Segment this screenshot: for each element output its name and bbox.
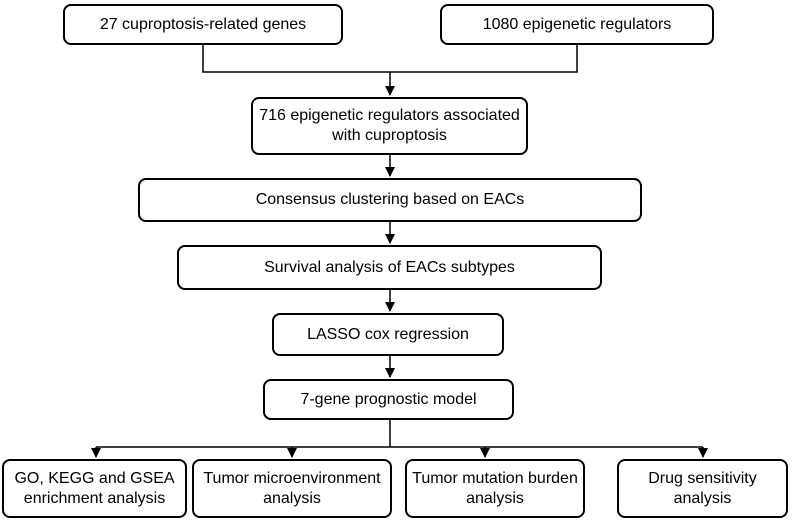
box-enrichment-line2: enrichment analysis <box>23 489 166 507</box>
box-tumor-mutation-burden: Tumor mutation burden analysis <box>405 459 585 518</box>
box-tmb-line1: Tumor mutation burden <box>412 469 578 487</box>
connector-genes-merge <box>202 45 578 73</box>
box-consensus-clustering-label: Consensus clustering based on EACs <box>255 191 525 208</box>
box-cuproptosis-genes: 27 cuproptosis-related genes <box>63 4 343 45</box>
box-prognostic-model: 7-gene prognostic model <box>263 379 514 420</box>
box-drug-line2: analysis <box>673 489 732 507</box>
box-associated-regulators: 716 epigenetic regulators associated wit… <box>251 97 528 155</box>
box-survival-analysis: Survival analysis of EACs subtypes <box>177 245 602 290</box>
box-enrichment-line1: GO, KEGG and GSEA <box>14 469 175 487</box>
box-cuproptosis-genes-label: 27 cuproptosis-related genes <box>99 15 307 33</box>
box-epigenetic-regulators: 1080 epigenetic regulators <box>440 4 714 45</box>
box-lasso-regression-label: LASSO cox regression <box>307 325 469 343</box>
box-associated-line1: 716 epigenetic regulators associated <box>259 107 520 124</box>
box-consensus-clustering: Consensus clustering based on EACs <box>138 178 642 222</box>
box-lasso-regression: LASSO cox regression <box>272 313 504 356</box>
box-tmb-line2: analysis <box>466 489 524 507</box>
box-tumor-microenvironment: Tumor microenvironment analysis <box>192 459 392 518</box>
box-epigenetic-regulators-label: 1080 epigenetic regulators <box>482 15 672 33</box>
box-drug-line1: Drug sensitivity <box>648 469 757 487</box>
box-drug-sensitivity: Drug sensitivity analysis <box>617 459 788 518</box>
box-tme-line2: analysis <box>263 489 321 507</box>
box-survival-analysis-label: Survival analysis of EACs subtypes <box>264 258 515 276</box>
box-associated-line2: with cuproptosis <box>332 127 447 144</box>
box-tme-line1: Tumor microenvironment <box>203 469 381 487</box>
box-enrichment-analysis: GO, KEGG and GSEA enrichment analysis <box>2 459 187 518</box>
box-prognostic-model-label: 7-gene prognostic model <box>300 390 477 408</box>
